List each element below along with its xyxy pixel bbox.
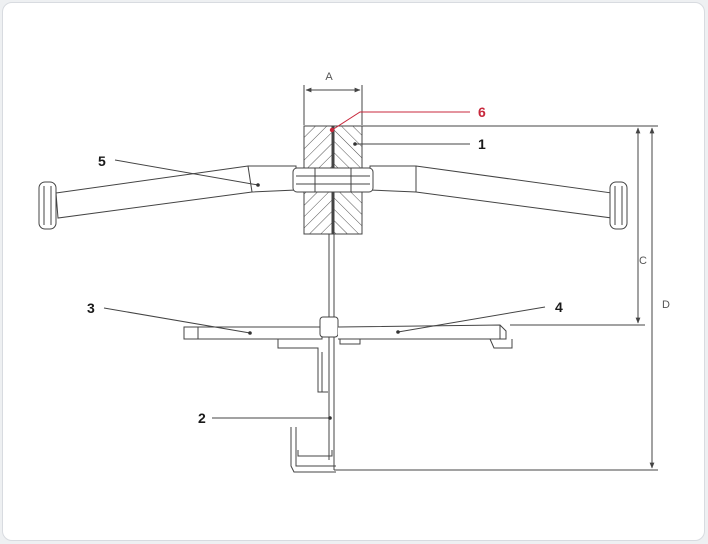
dimension-d (334, 125, 658, 471)
dimension-a-label: A (325, 71, 333, 83)
clamp-block (292, 125, 374, 235)
right-plate (337, 324, 513, 349)
left-plate (183, 316, 339, 340)
vertical-rod (328, 234, 335, 470)
dimension-c (362, 125, 645, 326)
callout-6: 6 (478, 104, 486, 120)
callout-5: 5 (98, 153, 106, 169)
leader-lines (103, 143, 546, 419)
dimension-c-label: C (639, 255, 647, 267)
callout-6-leader (329, 111, 470, 133)
callout-4: 4 (555, 299, 563, 315)
callout-3: 3 (87, 300, 95, 316)
callout-1: 1 (478, 136, 486, 152)
leader-dots (248, 142, 400, 420)
callout-2: 2 (198, 410, 206, 426)
bracket-and-hook (277, 339, 336, 473)
handle-bar (38, 165, 628, 230)
dimension-a (303, 85, 363, 125)
dimension-d-label: D (662, 299, 670, 311)
